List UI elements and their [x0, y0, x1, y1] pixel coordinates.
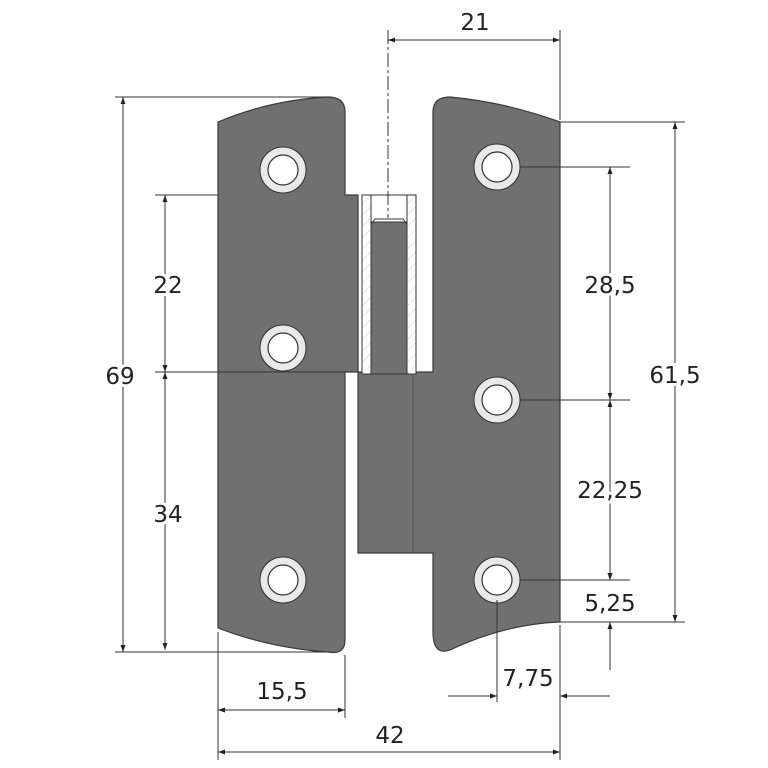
dim-15-5: 15,5 — [256, 679, 307, 705]
screw-hole — [259, 324, 307, 372]
right-leaf — [357, 96, 561, 652]
dim-61-5: 61,5 — [649, 363, 700, 389]
screw-hole — [259, 146, 307, 194]
dim-22-25: 22,25 — [577, 478, 643, 504]
pin-knuckle — [361, 194, 417, 553]
dim-69: 69 — [105, 364, 134, 390]
dim-34: 34 — [153, 502, 182, 528]
dim-28-5: 28,5 — [584, 273, 635, 299]
dimension-labels: 21 69 22 34 61,5 28,5 22,25 5,25 7,75 15… — [102, 10, 703, 749]
dim-42: 42 — [375, 723, 404, 749]
dim-21: 21 — [460, 10, 489, 36]
screw-hole — [473, 556, 521, 604]
dim-22: 22 — [153, 273, 182, 299]
dimension-lines — [120, 37, 678, 755]
screw-hole — [473, 143, 521, 191]
dim-7-75: 7,75 — [502, 666, 553, 692]
screw-hole — [473, 376, 521, 424]
screw-hole — [259, 556, 307, 604]
dim-5-25: 5,25 — [584, 591, 635, 617]
screw-holes — [259, 143, 521, 604]
hinge-pin — [370, 221, 408, 375]
